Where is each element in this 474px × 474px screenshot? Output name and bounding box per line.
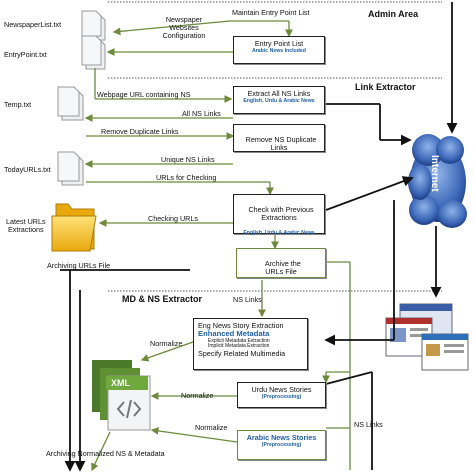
box-remove-duplicate: Remove NS Duplicate Links xyxy=(233,124,325,152)
box-archive-urls-title: Archive the URLs File xyxy=(264,259,301,277)
box-urdu-stories-sub: (Preprocessing) xyxy=(261,394,302,401)
label-unique-ns-links: Unique NS Links xyxy=(161,155,215,164)
label-remove-duplicate-links: Remove Duplicate Links xyxy=(101,127,179,136)
box-urdu-stories: Urdu News Stories (Preprocessing) xyxy=(237,382,326,408)
label-ns-links-1: NS Links xyxy=(233,295,262,304)
file-icon-todayurls xyxy=(57,151,84,186)
label-archiving-normalized: Archiving Normalized NS & Metadata xyxy=(46,449,165,458)
label-webpage-url: Webpage URL containing NS xyxy=(97,90,191,99)
box-archive-urls: Archive the URLs File xyxy=(236,248,326,278)
box-arabic-stories-sub: (Preprocessing) xyxy=(261,442,302,449)
box-check-previous-sub: English, Urdu & Arabic News xyxy=(243,230,315,237)
eng-story-line1: Eng News Story Extraction xyxy=(198,321,284,330)
internet-flow-lines xyxy=(60,2,458,472)
box-arabic-stories-title: Arabic News Stories xyxy=(246,433,317,442)
section-link-extractor: Link Extractor xyxy=(355,82,416,92)
web-pages-icon xyxy=(385,303,469,371)
box-extract-links-sub: English, Urdu & Arabic News xyxy=(243,98,315,105)
file-latest-urls-label: Latest URLs Extractions xyxy=(6,217,46,235)
label-normalize-3: Normalize xyxy=(195,423,228,432)
xml-doc-icon xyxy=(92,360,151,431)
file-temp-label: Temp.txt xyxy=(4,100,32,109)
section-admin-area: Admin Area xyxy=(368,9,419,19)
eng-story-line5: Specify Related Multimedia xyxy=(198,348,286,358)
box-eng-story-extraction: Eng News Story Extraction Enhanced Metad… xyxy=(193,318,308,370)
box-remove-duplicate-title: Remove NS Duplicate Links xyxy=(245,135,317,153)
label-maintain-entry-point: Maintain Entry Point List xyxy=(232,8,310,17)
file-newspaperlist-label: NewspaperList.txt xyxy=(4,20,62,29)
label-archiving-urls-file: Archiving URLs File xyxy=(47,261,111,270)
folder-icon xyxy=(51,203,97,252)
file-icon-temp xyxy=(57,86,84,121)
box-arabic-stories: Arabic News Stories (Preprocessing) xyxy=(237,430,326,460)
eng-story-line2: Enhanced Metadata xyxy=(198,329,270,339)
file-icon-entrypoint xyxy=(81,35,106,70)
data-flow-lines xyxy=(84,20,351,472)
box-urdu-stories-title: Urdu News Stories xyxy=(251,385,312,394)
section-md-ns-extractor: MD & NS Extractor xyxy=(122,294,203,304)
eng-story-line4: Implicit Metadata Extraction xyxy=(208,343,270,350)
box-check-previous: Check with Previous Extractions English,… xyxy=(233,194,325,237)
box-entry-point-list-title: Entry Point List xyxy=(254,39,304,48)
label-newspaper-config: Newspaper Websites Configuration xyxy=(162,15,206,41)
internet-label: Internet xyxy=(429,155,440,192)
label-normalize-1: Normalize xyxy=(150,339,183,348)
xml-label: XML xyxy=(111,378,130,388)
internet-cloud-icon xyxy=(408,134,467,228)
box-check-previous-title: Check with Previous Extractions xyxy=(248,205,314,223)
label-checking-urls: Checking URLs xyxy=(148,214,198,223)
label-normalize-2: Normalize xyxy=(181,391,214,400)
box-extract-links: Extract All NS Links English, Urdu & Ara… xyxy=(233,86,325,114)
box-extract-links-title: Extract All NS Links xyxy=(247,89,311,98)
file-icon-newspaperlist xyxy=(81,10,106,41)
file-entrypoint-label: EntryPoint.txt xyxy=(4,50,47,59)
label-all-ns-links: All NS Links xyxy=(182,109,221,118)
file-todayurls-label: TodayURLs.txt xyxy=(4,165,51,174)
box-entry-point-list-sub: Arabic News Included xyxy=(252,48,306,55)
box-entry-point-list: Entry Point List Arabic News Included xyxy=(233,36,325,64)
eng-story-line3: Explicit Metadata Extraction xyxy=(208,337,270,344)
label-urls-for-checking: URLs for Checking xyxy=(156,173,217,182)
label-ns-links-2: NS Links xyxy=(354,420,383,429)
